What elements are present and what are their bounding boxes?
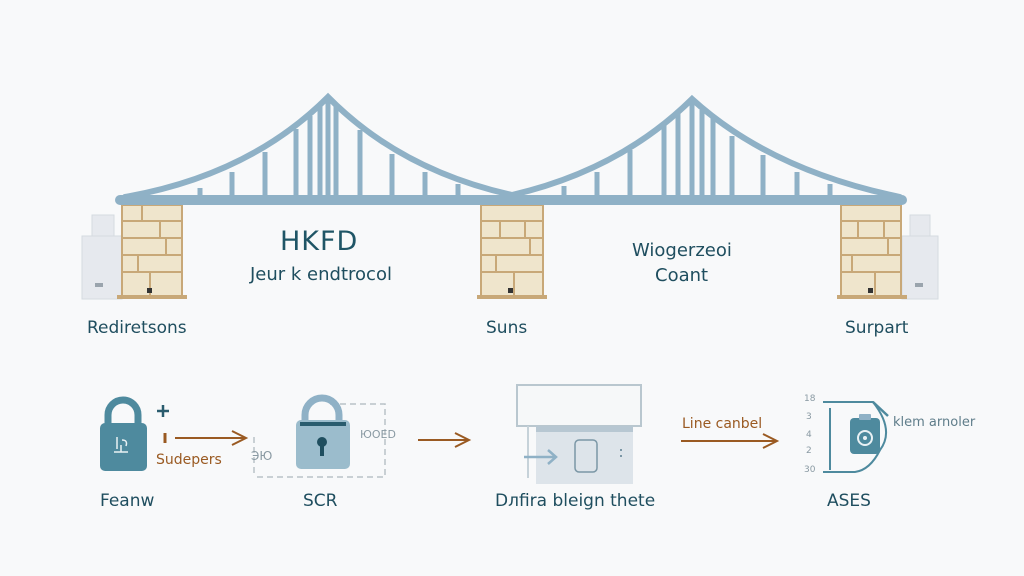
right-cabinet [901,214,939,300]
dashed-frame [253,403,386,478]
step-2-left-tag: ЭЮ [251,449,273,463]
terminal-panel-icon [516,384,642,484]
bridge-cables [122,92,903,200]
right-subtitle: Coant [655,265,709,286]
step-1-label: Feanw [100,491,155,511]
ruler-tick-3: 2 [806,446,812,456]
padlock-keyhole-icon [296,394,350,469]
stone-piers [117,204,907,299]
pier-label-right: Surpart [845,318,909,338]
clipboard-gauge-icon [823,401,889,473]
padlock-icon [100,396,169,471]
step-2-right-tag: ЮОЕD [360,428,396,441]
ruler-tick-1: 3 [806,412,812,422]
ruler-tick-0: 18 [804,394,816,404]
bridge-hangers [197,100,833,197]
arrow-1-label: Sudepers [156,452,222,468]
arrow-3 [681,433,780,449]
step-4-label: ASES [827,491,871,511]
arrow-2 [418,432,472,448]
step-4-side-text: klem arnoler [893,415,976,430]
step-3-label: Dлfira bleign thete [495,491,656,511]
step-2-label: SCR [303,491,338,511]
ruler-tick-2: 4 [806,430,812,440]
center-title: HKFD [280,226,359,257]
pier-label-center: Suns [486,318,528,338]
right-title: Wiogerzeoi [632,240,732,261]
arrow-1 [163,430,249,446]
pier-label-left: Rediretsons [87,318,187,338]
arrow-3-label: Line canbel [682,416,763,432]
center-subtitle: Jeur k endtrocol [250,264,392,285]
left-cabinet [81,214,123,300]
ruler-tick-4: 30 [804,465,816,475]
